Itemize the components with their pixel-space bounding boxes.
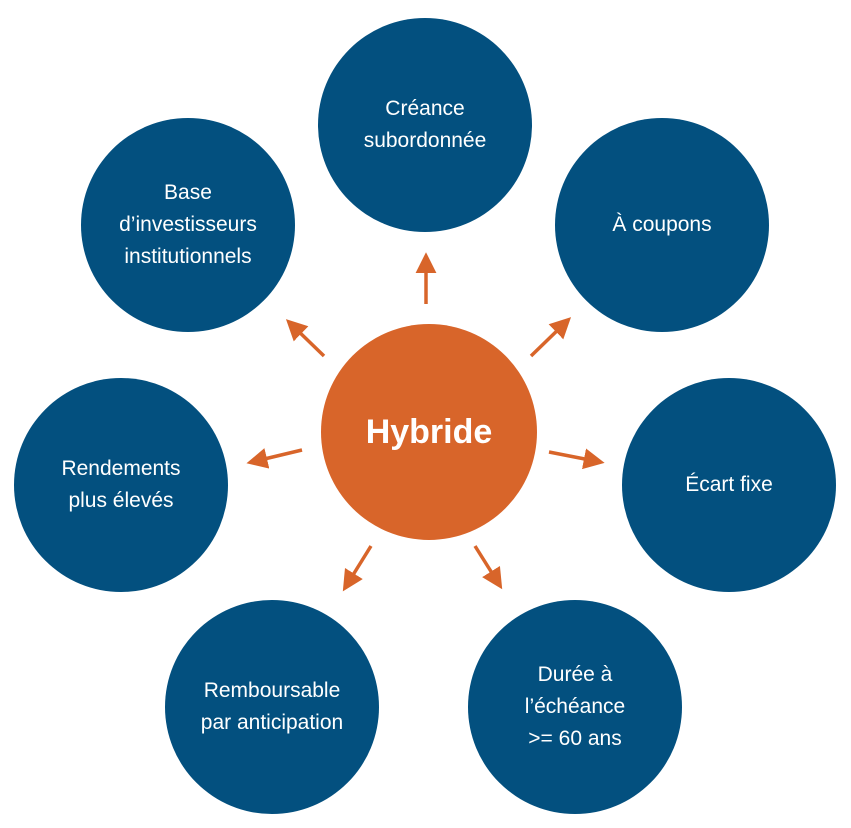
node-label: Remboursable par anticipation bbox=[200, 679, 344, 734]
node-label: Durée à l’échéance >= 60 ans bbox=[524, 663, 626, 750]
node-remboursable: Remboursable par anticipation bbox=[165, 600, 379, 814]
arrow-to-coupons bbox=[529, 317, 572, 358]
node-center-hybride: Hybride bbox=[321, 324, 537, 540]
node-label: Base d’investisseurs institutionnels bbox=[119, 181, 257, 268]
arrow-to-ecart bbox=[548, 448, 605, 470]
center-label: Hybride bbox=[365, 413, 493, 451]
arrow-to-rendements bbox=[246, 448, 303, 469]
node-label: À coupons bbox=[612, 213, 712, 236]
node-label: Écart fixe bbox=[685, 473, 773, 496]
node-duree-echeance: Durée à l’échéance >= 60 ans bbox=[468, 600, 682, 814]
node-label: Rendements plus élevés bbox=[61, 457, 181, 512]
node-base-investisseurs: Base d’investisseurs institutionnels bbox=[81, 118, 295, 332]
arrow-to-base bbox=[285, 319, 326, 358]
node-ecart-fixe: Écart fixe bbox=[622, 378, 836, 592]
arrow-to-rembours bbox=[342, 545, 373, 592]
arrow-to-duree bbox=[473, 545, 503, 590]
node-a-coupons: À coupons bbox=[555, 118, 769, 332]
node-rendements: Rendements plus élevés bbox=[14, 378, 228, 592]
node-label: Créance subordonnée bbox=[363, 97, 487, 152]
node-creance-subordonnee: Créance subordonnée bbox=[318, 18, 532, 232]
